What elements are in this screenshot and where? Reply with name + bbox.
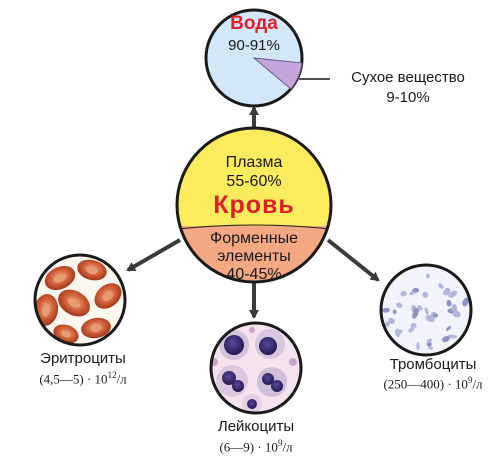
dry-matter-percent: 9-10%	[386, 89, 430, 106]
platelet	[424, 307, 429, 315]
platelet	[400, 290, 407, 297]
arrow-to-thrombocytes	[326, 238, 380, 282]
leukocytes-name: Лейкоциты	[217, 418, 295, 435]
platelet	[428, 346, 434, 350]
red-blood-cell-icon	[35, 259, 122, 344]
formed-elements-percent: 40-45%	[226, 266, 282, 283]
thrombocytes-illustration	[379, 263, 473, 357]
arrow-to-erythrocytes	[126, 238, 181, 272]
thrombocytes-count: (250—400) · 109/л	[383, 375, 483, 392]
white-blood-cell-icon	[211, 327, 297, 413]
formed-elements-line2: элементы	[217, 248, 291, 265]
blood-title: Кровь	[213, 191, 295, 219]
leukocytes-illustration	[209, 321, 303, 415]
platelet	[392, 309, 397, 315]
water-title: Вода	[230, 13, 278, 34]
platelet	[396, 302, 403, 308]
platelet	[385, 321, 390, 327]
platelet	[443, 289, 450, 296]
platelet	[416, 342, 420, 351]
erythrocytes-name: Эритроциты	[40, 350, 126, 367]
platelet	[382, 307, 390, 313]
platelet	[425, 273, 430, 279]
platelet	[409, 291, 416, 296]
thrombocytes-name: Тромбоциты	[389, 356, 477, 373]
platelet	[395, 328, 401, 338]
platelet	[426, 338, 432, 344]
platelet	[445, 325, 452, 331]
plasma-percent: 55-60%	[226, 173, 282, 190]
platelet-icon	[382, 273, 469, 351]
platelet	[448, 290, 458, 298]
plasma-divider	[177, 224, 331, 230]
dry-matter-slice	[252, 57, 303, 90]
platelet	[438, 283, 444, 289]
platelet	[432, 313, 439, 318]
platelet	[410, 322, 417, 329]
leukocytes-count: (6—9) · 109/л	[219, 438, 293, 455]
arrows	[126, 106, 380, 319]
platelet	[447, 334, 458, 339]
water-percent: 90-91%	[228, 37, 280, 54]
platelet	[462, 297, 469, 307]
plasma-title: Плазма	[225, 154, 283, 171]
formed-elements-line1: Форменные	[210, 230, 298, 247]
platelet	[422, 291, 429, 298]
platelet	[452, 310, 461, 318]
erythrocytes-illustration	[33, 253, 127, 347]
water-pie	[204, 8, 330, 108]
platelet	[442, 336, 450, 343]
dry-matter-title: Сухое вещество	[351, 69, 465, 86]
erythrocytes-count: (4,5—5) · 1012/л	[39, 370, 127, 387]
platelet	[388, 317, 395, 325]
platelet	[412, 309, 419, 319]
platelet	[446, 300, 452, 307]
